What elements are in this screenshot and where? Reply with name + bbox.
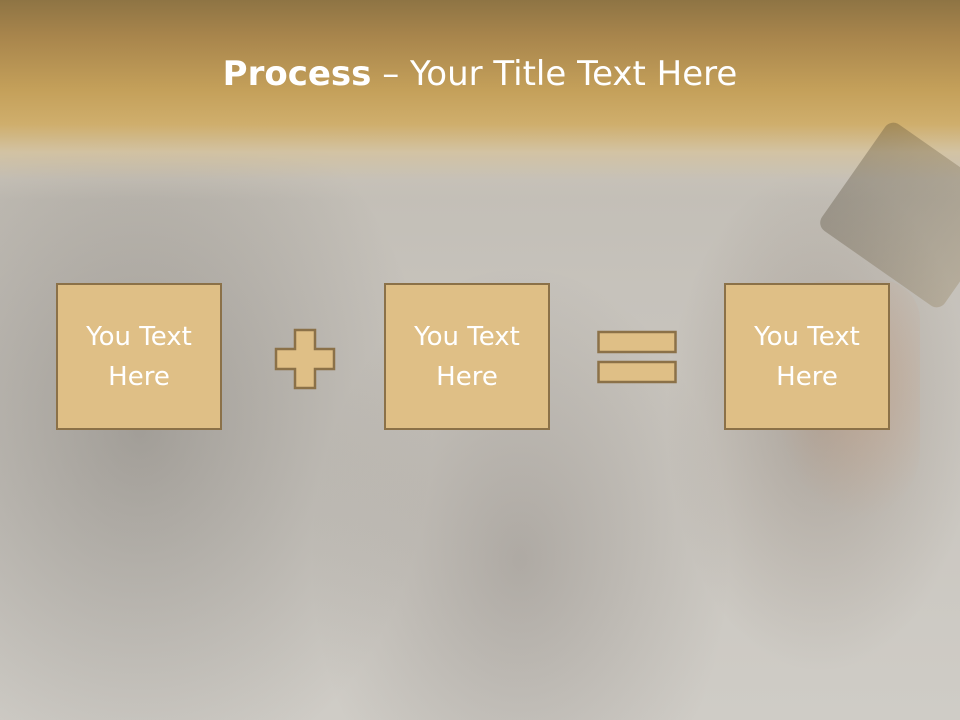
process-box-3-line1: You Text: [754, 321, 860, 352]
plus-icon: [274, 328, 336, 390]
title-bold: Process: [222, 54, 372, 94]
process-box-1-line2: Here: [108, 361, 170, 392]
title-text: Your Title Text Here: [410, 54, 738, 94]
slide-title: Process – Your Title Text Here: [0, 52, 960, 96]
process-box-3-text: You Text Here: [737, 317, 877, 397]
process-box-1: You Text Here: [56, 283, 222, 430]
process-box-1-line1: You Text: [86, 321, 192, 352]
process-box-3-line2: Here: [776, 361, 838, 392]
process-box-2-line2: Here: [436, 361, 498, 392]
process-box-2-line1: You Text: [414, 321, 520, 352]
process-box-2: You Text Here: [384, 283, 550, 430]
title-separator: –: [371, 54, 411, 94]
process-box-1-text: You Text Here: [69, 317, 209, 397]
equals-icon: [597, 330, 677, 384]
process-box-2-text: You Text Here: [397, 317, 537, 397]
process-box-3: You Text Here: [724, 283, 890, 430]
title-bar: [0, 0, 960, 200]
